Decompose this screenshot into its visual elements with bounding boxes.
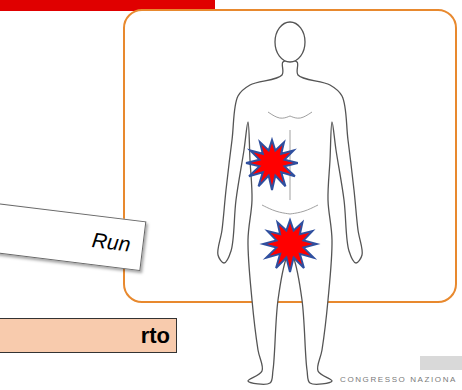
body-figure	[218, 22, 363, 384]
logo-band	[420, 356, 462, 370]
head-outline	[275, 22, 305, 62]
body-detail	[268, 112, 290, 118]
body-detail	[290, 205, 318, 214]
heading-box: rto	[0, 318, 177, 353]
injury-marks	[246, 140, 317, 272]
injury-burst	[263, 220, 317, 272]
figure-frame	[124, 10, 456, 302]
body-outline	[218, 60, 363, 384]
body-detail	[290, 112, 312, 118]
body-detail	[262, 205, 290, 214]
box-text: rto	[141, 323, 170, 349]
box-text: Run	[91, 228, 132, 257]
injury-burst	[246, 140, 298, 190]
logo-text: CONGRESSO NAZIONA	[340, 375, 457, 384]
